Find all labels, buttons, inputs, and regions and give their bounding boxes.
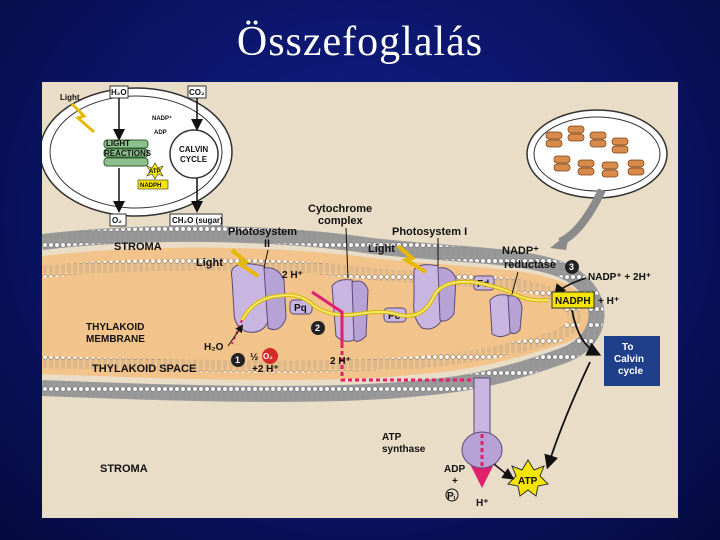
- photosystem-i-label: Photosystem I: [392, 226, 467, 238]
- light-reactions-stack: [103, 139, 149, 167]
- two-h-top-label: 2 H⁺: [282, 270, 303, 281]
- to-calvin-label-3: cycle: [618, 366, 643, 377]
- inset-nadph-label: NADPH: [140, 183, 161, 189]
- inset-h2o-label: H₂O: [111, 88, 127, 97]
- proton-pump-path: [311, 290, 344, 344]
- photosystem-ii-label-2: II: [264, 238, 270, 250]
- atp-synthase: [461, 377, 503, 469]
- cytochrome-label-1: Cytochrome: [308, 203, 372, 215]
- h2o-label: H₂O: [204, 342, 224, 353]
- plus-2h-label: +2 H⁺: [252, 364, 279, 375]
- light-left-label: Light: [196, 257, 223, 269]
- inset-atp-star: [146, 162, 164, 180]
- pc-label: Pc: [388, 311, 401, 322]
- adp-label: ADP: [444, 464, 465, 475]
- nadph-box: [551, 291, 595, 309]
- nadp-reductase-label-1: NADP⁺: [502, 245, 539, 257]
- o2-bubble: [262, 348, 278, 364]
- calvin-cycle-circle: [169, 129, 219, 179]
- inset-atp-label: ATP: [149, 169, 161, 175]
- chloroplast-icon: [526, 109, 668, 250]
- pq-label: Pq: [294, 303, 307, 314]
- cytochrome-label-2: complex: [318, 215, 364, 227]
- calvin-label-1: CALVIN: [179, 145, 208, 154]
- step-2-label: 2: [315, 323, 320, 333]
- inset-light-label: Light: [60, 93, 80, 102]
- thylakoid-space-label: THYLAKOID SPACE: [92, 363, 196, 375]
- light-reactions-label-1: LIGHT: [106, 139, 130, 148]
- to-calvin-label-2: Calvin: [614, 354, 644, 365]
- h-bottom-label: H⁺: [476, 498, 489, 509]
- light-reactions-label-2: REACTIONS: [104, 149, 152, 158]
- step-1-marker: 1: [231, 353, 245, 367]
- inset-o2-label: O₂: [112, 216, 122, 225]
- step-3-marker: 3: [565, 260, 579, 274]
- atp-synthase-label-2: synthase: [382, 444, 426, 455]
- nadph-label: NADPH: [555, 296, 591, 307]
- calvin-label-2: CYCLE: [180, 155, 208, 164]
- step-3-label: 3: [569, 262, 574, 272]
- photosystem-ii: [230, 263, 287, 333]
- light-right-bolt: [396, 244, 428, 274]
- inset-overview: LIGHT REACTIONS CALVIN CYCLE ATP NADPH N…: [42, 85, 233, 227]
- inset-co2-label: CO₂: [189, 88, 205, 97]
- to-calvin-box: To Calvin cycle: [604, 336, 660, 386]
- pi-label: Pᵢ: [447, 491, 456, 502]
- photosystem-ii-label-1: Photosystem: [228, 226, 297, 238]
- step-2-marker: 2: [311, 321, 325, 335]
- atp-label: ATP: [518, 476, 538, 487]
- nadp-reductase-complex: [489, 294, 523, 338]
- thylakoid-membrane-label-2: MEMBRANE: [86, 334, 145, 345]
- half-label: ½: [250, 352, 258, 363]
- inset-light-bolt: [70, 102, 95, 134]
- o2-label: O₂: [263, 352, 273, 361]
- thylakoid-membrane-label-1: THYLAKOID: [86, 322, 144, 333]
- light-left-bolt: [230, 248, 260, 278]
- stroma-top-label: STROMA: [114, 241, 162, 253]
- atp-synthase-label-1: ATP: [382, 432, 402, 443]
- cytochrome-complex: [331, 279, 369, 342]
- nadp-reductase-label-2: reductase: [504, 259, 556, 271]
- zoom-arrow: [558, 188, 606, 246]
- photosynthesis-figure: LIGHT REACTIONS CALVIN CYCLE ATP NADPH N…: [42, 82, 678, 518]
- step-1-label: 1: [235, 355, 240, 365]
- plus-label: +: [452, 476, 458, 487]
- nadp-plus-2h-label: NADP⁺ + 2H⁺: [588, 272, 651, 283]
- light-reactions-diagram: LIGHT REACTIONS CALVIN CYCLE ATP NADPH N…: [42, 85, 668, 509]
- two-h-space-label: 2 H⁺: [330, 356, 351, 367]
- plus-h-label: + H⁺: [598, 296, 619, 307]
- pq-carrier: Pq: [289, 299, 313, 315]
- inset-adp-label: ADP: [154, 130, 167, 136]
- inset-sugar-label: CH₂O (sugar): [172, 216, 223, 225]
- slide-title: Összefoglalás: [236, 19, 484, 65]
- inset-nadp-label: NADP⁺: [152, 115, 172, 122]
- stroma-bottom-label: STROMA: [100, 463, 148, 475]
- light-right-label: Light: [368, 243, 395, 255]
- to-calvin-label-1: To: [622, 342, 633, 353]
